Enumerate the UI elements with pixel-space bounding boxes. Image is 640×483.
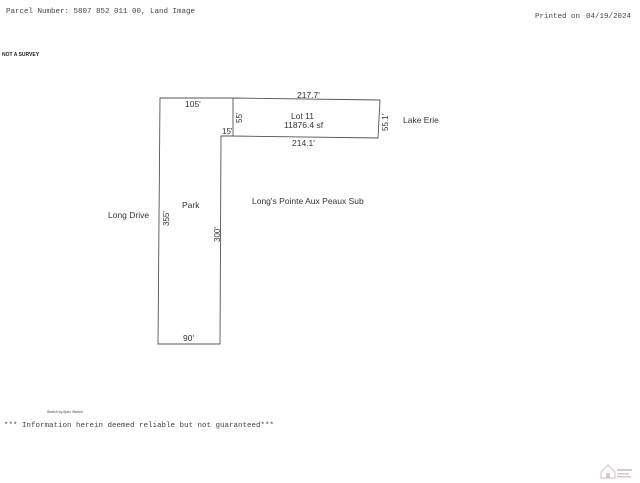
- dim-lot-bottom: 214.1': [292, 138, 315, 148]
- printed-date: 04/19/2024: [586, 13, 632, 21]
- road-label: Long Drive: [108, 210, 149, 220]
- dim-jog: 15': [222, 127, 233, 136]
- water-label: Lake Erie: [403, 115, 439, 125]
- dim-park-west: 355': [162, 211, 171, 226]
- dim-lot-west-side: 55': [235, 112, 244, 123]
- park-boundary: [157, 97, 233, 345]
- dim-park-east: 300': [213, 227, 222, 242]
- disclaimer-text: *** Information herein deemed reliable b…: [4, 422, 275, 430]
- dim-top-east: 217.7': [297, 90, 320, 100]
- subdivision-label: Long's Pointe Aux Peaux Sub: [252, 196, 364, 206]
- dim-lot-east-side: 55.1': [381, 113, 390, 131]
- sketch-credit: Sketch by Apex Sketch: [47, 410, 83, 414]
- lot-11-boundary: [232, 97, 381, 139]
- park-label: Park: [182, 200, 200, 210]
- not-a-survey-notice: NOT A SURVEY: [2, 52, 40, 58]
- dim-top-west: 105': [185, 99, 201, 109]
- parcel-number-header: Parcel Number: 5807 852 011 00, Land Ima…: [6, 8, 196, 16]
- lot-area: 11876.4 sf: [284, 120, 324, 130]
- printed-on-label: Printed on: [535, 13, 581, 21]
- lot-name: Lot 11: [291, 111, 314, 121]
- dim-park-bottom: 90': [183, 333, 194, 343]
- realtor-house-logo-icon: [600, 464, 632, 479]
